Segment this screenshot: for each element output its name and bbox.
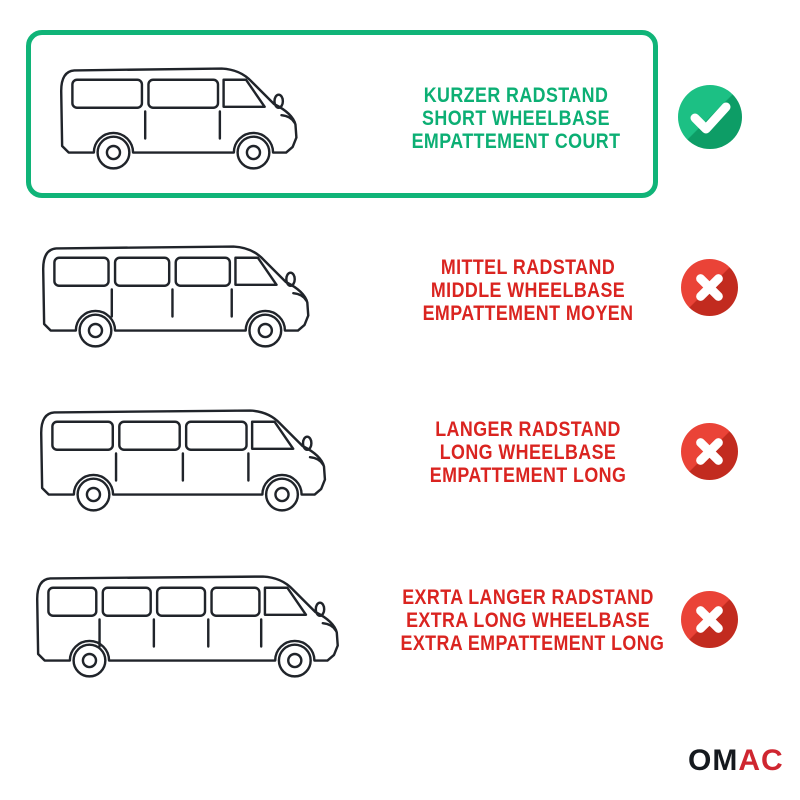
logo-text-black: OM [688,744,739,777]
label-line: MITTEL RADSTAND [440,256,616,279]
label-line: EMPATTEMENT MOYEN [422,302,634,325]
van-illustration-short [50,48,308,188]
check-icon [678,85,742,149]
label-line: EXTRA LONG WHEELBASE [406,609,650,632]
label-line: EMPATTEMENT LONG [429,464,627,487]
van-illustration-middle [32,226,319,366]
logo-text-red: AC [738,744,784,777]
label-line: LONG WHEELBASE [439,441,617,464]
label-line: LANGER RADSTAND [435,418,621,441]
option-label-long: LANGER RADSTAND LONG WHEELBASE EMPATTEME… [401,418,656,487]
omac-logo: OMAC [688,744,784,778]
selected-option-outline [26,30,658,198]
van-illustration-long [30,390,336,530]
label-line: MIDDLE WHEELBASE [430,279,626,302]
label-line: SHORT WHEELBASE [422,107,610,130]
cross-icon [681,591,738,648]
label-line: EMPATTEMENT COURT [411,130,621,153]
label-line: KURZER RADSTAND [423,84,609,107]
label-line: EXTRA EMPATTEMENT LONG [400,632,665,655]
label-line: EXRTA LANGER RADSTAND [402,586,654,609]
option-label-middle: MITTEL RADSTAND MIDDLE WHEELBASE EMPATTE… [401,256,656,325]
cross-icon [681,259,738,316]
option-label-short: KURZER RADSTAND SHORT WHEELBASE EMPATTEM… [389,84,644,153]
option-label-extra-long: EXRTA LANGER RADSTAND EXTRA LONG WHEELBA… [400,586,665,655]
cross-icon [681,423,738,480]
van-illustration-extra-long [26,556,349,696]
